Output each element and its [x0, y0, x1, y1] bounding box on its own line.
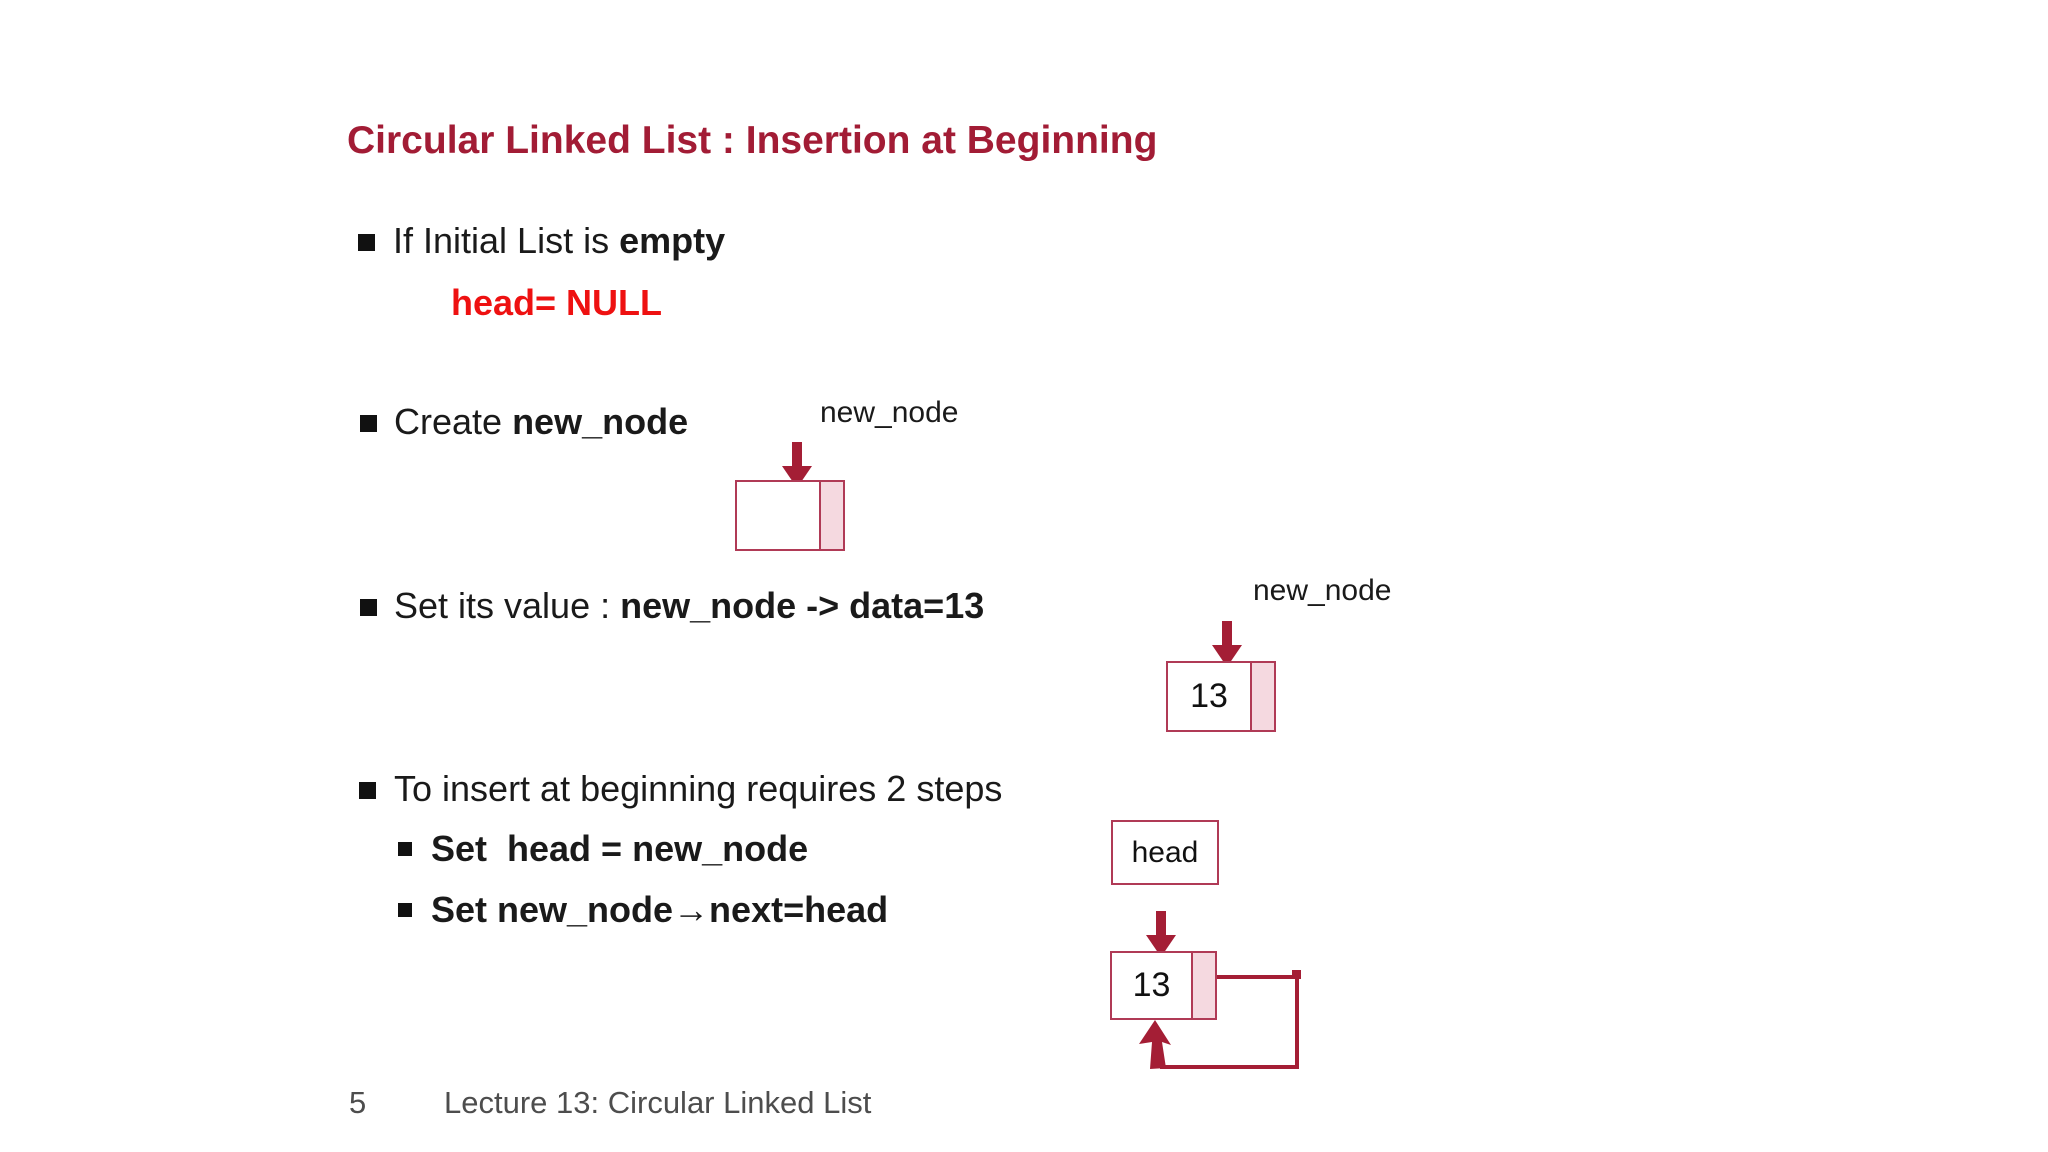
sub-bullet-square-icon	[398, 842, 412, 856]
bullet-square-icon	[359, 782, 376, 799]
footer-caption: Lecture 13: Circular Linked List	[444, 1085, 872, 1120]
bullet-square-icon	[360, 415, 377, 432]
arrow-down-icon	[1212, 621, 1242, 667]
bullet-insert-steps: To insert at beginning requires 2 steps	[394, 768, 1003, 809]
sub-bullet-set-head: Set head = new_node	[431, 828, 809, 869]
head-null-text: head= NULL	[451, 282, 663, 323]
bullet-create-node-pre: Create	[394, 401, 513, 442]
sub-bullet-square-icon	[398, 903, 412, 917]
empty-node-box	[735, 480, 845, 551]
bullet-set-value: Set its value : new_node -> data=13	[394, 584, 984, 628]
bullet-create-node: Create new_node	[394, 400, 688, 444]
node-data-cell: 13	[1132, 966, 1171, 1004]
node-next-cell	[1250, 663, 1274, 730]
new-node-label-1: new_node	[820, 396, 959, 429]
value-node-box: 13	[1166, 661, 1276, 732]
inserted-node-box: 13	[1110, 951, 1217, 1020]
bullet-create-node-bold: new_node	[512, 401, 689, 442]
bullet-if-empty-bold: empty	[619, 220, 726, 261]
node-data-cell	[737, 482, 819, 549]
bullet-if-empty: If Initial List is empty	[393, 219, 725, 263]
bullet-set-value-pre: Set its value :	[394, 585, 621, 626]
sub-bullet-set-next: Set new_node→next=head	[431, 889, 889, 930]
node-next-cell	[819, 482, 843, 549]
self-loop-arrow-icon	[1139, 970, 1301, 1069]
arrow-down-icon	[1146, 911, 1176, 957]
head-box: head	[1111, 820, 1219, 885]
node-next-cell	[1191, 953, 1215, 1018]
bullet-if-empty-pre: If Initial List is	[393, 220, 620, 261]
slide-title: Circular Linked List : Insertion at Begi…	[347, 119, 1158, 162]
page-number: 5	[349, 1085, 367, 1120]
new-node-label-2: new_node	[1253, 574, 1392, 607]
bullet-square-icon	[360, 599, 377, 616]
arrow-down-icon	[782, 442, 812, 488]
bullet-set-value-bold: new_node -> data=13	[620, 585, 985, 626]
node-data-cell: 13	[1190, 677, 1228, 715]
bullet-square-icon	[358, 234, 375, 251]
